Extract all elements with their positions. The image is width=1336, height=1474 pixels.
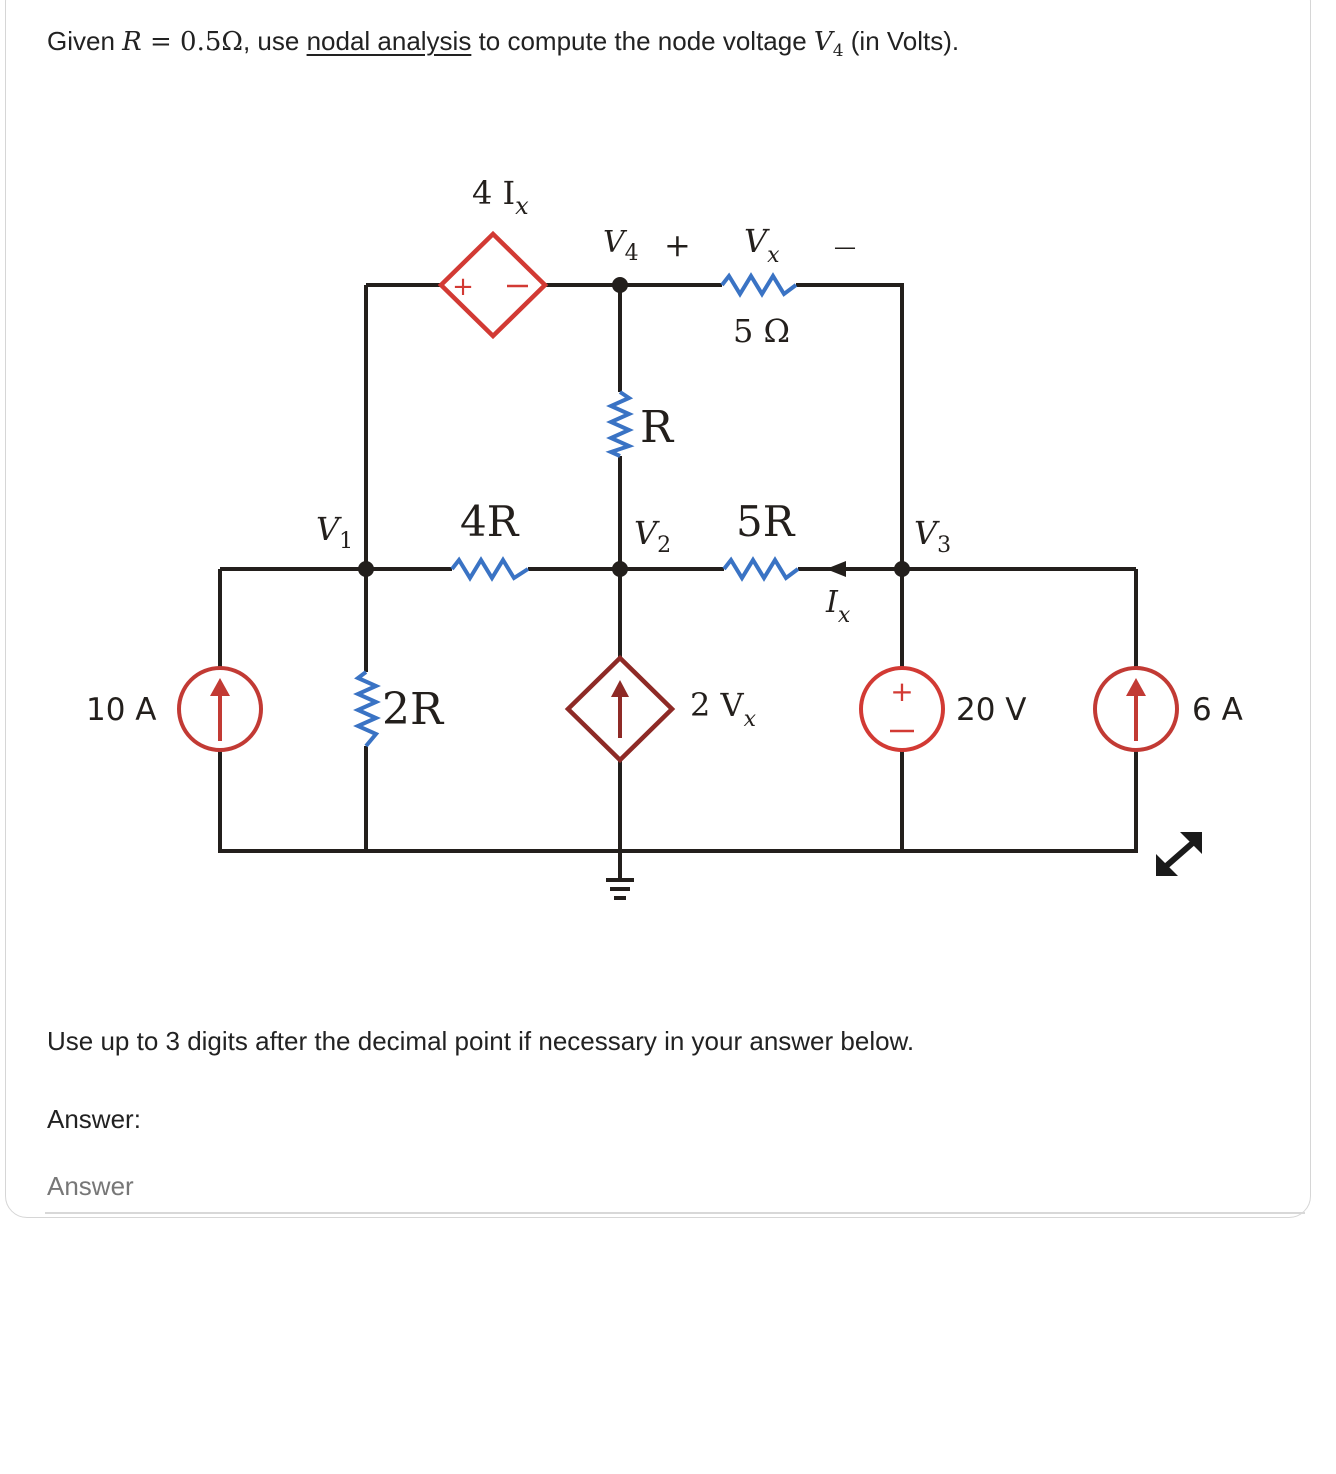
label-r: R	[640, 402, 675, 453]
nodal-analysis-link[interactable]: nodal analysis	[306, 26, 472, 56]
decimal-hint: Use up to 3 digits after the decimal poi…	[47, 1026, 915, 1056]
label-v2: V2	[634, 514, 671, 558]
label-plus: +	[664, 226, 691, 264]
label-10a: 10 A	[86, 692, 157, 728]
label-4r: 4R	[460, 497, 520, 546]
question-card	[5, 0, 1311, 1218]
answer-input[interactable]	[45, 1160, 1305, 1214]
ground-icon	[606, 878, 634, 900]
label-5ohm: 5 Ω	[733, 312, 790, 350]
label-v1: V1	[316, 510, 353, 554]
expand-icon[interactable]	[1150, 826, 1210, 882]
label-ix: Ix	[825, 585, 851, 628]
svg-text:+: +	[890, 675, 913, 708]
label-20v: 20 V	[956, 692, 1027, 728]
dependent-voltage-source-4ix: +	[437, 230, 549, 340]
current-source-10a	[177, 666, 263, 752]
svg-text:+: +	[452, 272, 474, 302]
resistor-2r	[353, 670, 381, 748]
label-5r: 5R	[736, 497, 796, 546]
voltage-source-20v: +	[859, 666, 945, 752]
label-vx: Vx	[744, 222, 780, 268]
label-6a: 6 A	[1192, 692, 1243, 728]
label-2vx: 2 Vx	[690, 686, 757, 732]
node-dots	[358, 277, 910, 577]
current-source-6a	[1093, 666, 1179, 752]
question-text: Given R = 0.5Ω, use nodal analysis to co…	[47, 26, 960, 62]
label-minus: —	[834, 235, 856, 260]
resistor-4r	[450, 556, 530, 582]
label-2r: 2R	[382, 684, 445, 735]
label-v4: V4	[603, 225, 639, 266]
dependent-current-source-2vx	[564, 654, 676, 764]
resistor-5ohm	[720, 272, 798, 298]
wires	[218, 283, 1138, 880]
resistor-r	[605, 390, 635, 458]
label-v3: V3	[914, 514, 951, 558]
resistor-5r	[722, 556, 800, 582]
answer-label: Answer:	[47, 1104, 141, 1134]
ix-arrow-icon	[826, 561, 846, 577]
circuit-diagram: + + 4 Ix V4 + Vx — 5	[86, 174, 1243, 900]
label-4ix: 4 Ix	[472, 174, 529, 220]
